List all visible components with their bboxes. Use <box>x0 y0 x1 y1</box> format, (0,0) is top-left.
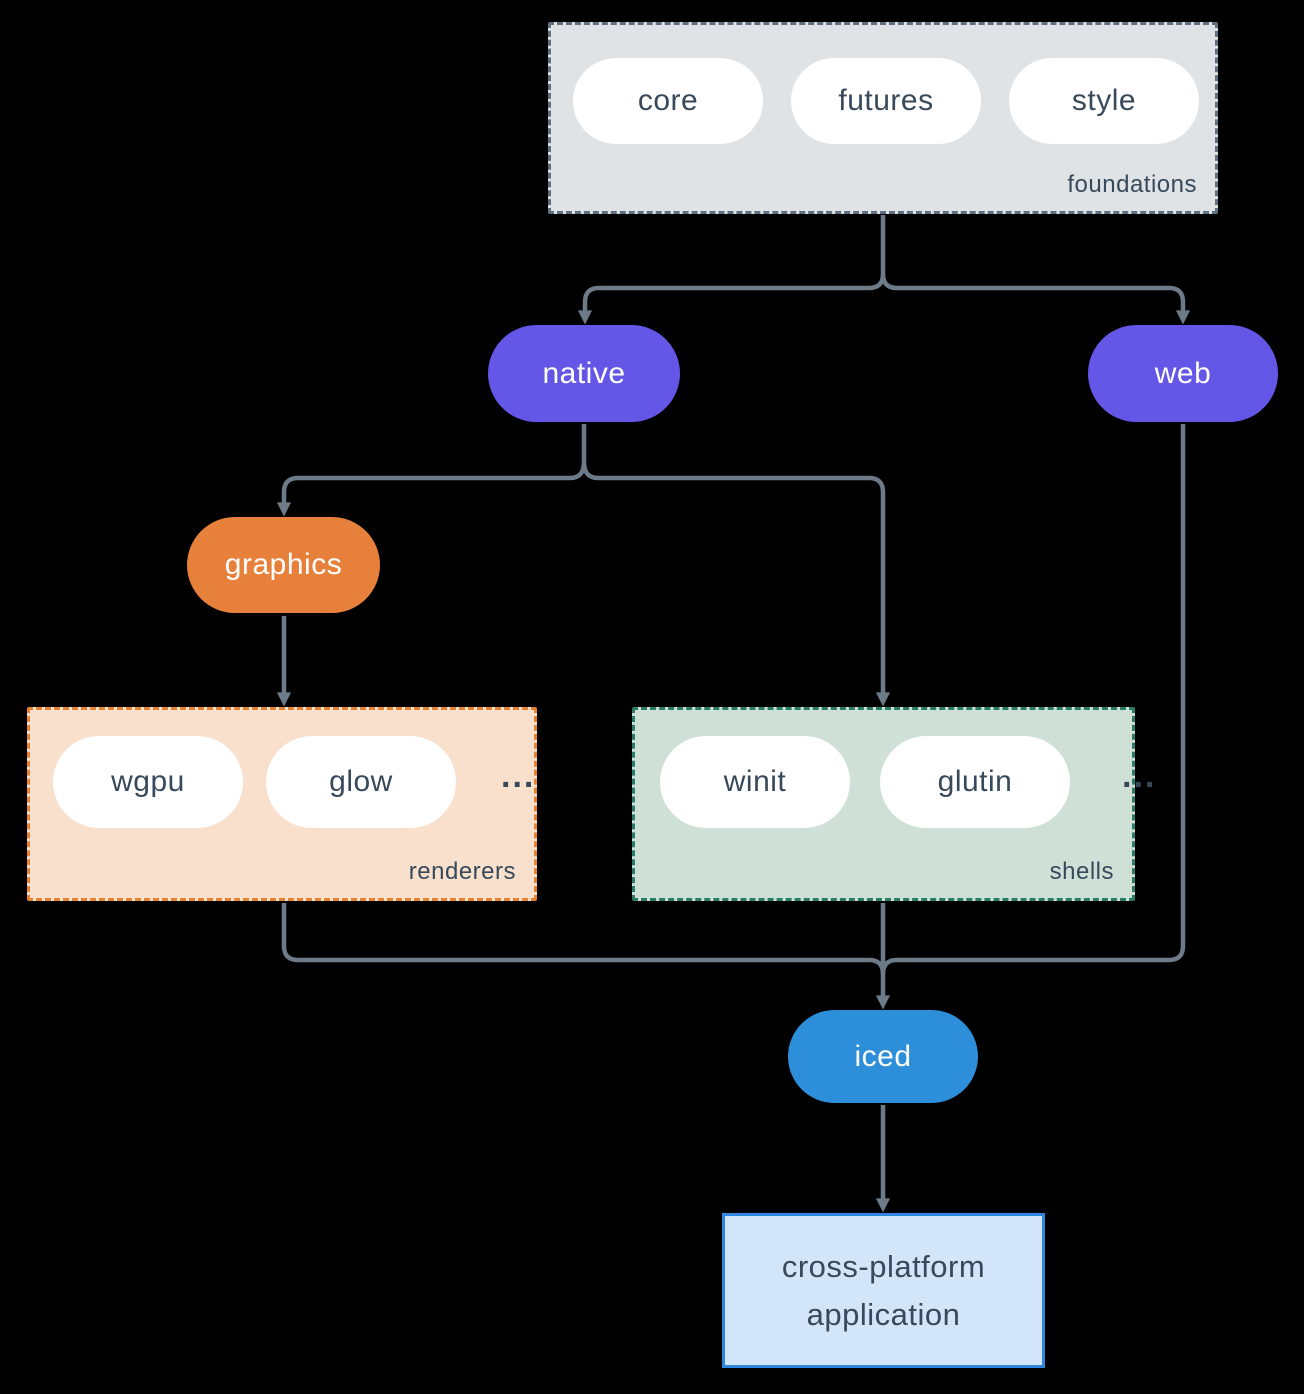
edge-foundations-native <box>577 273 886 325</box>
shells-label: shells <box>1049 858 1114 885</box>
application-line-1: cross-platform <box>781 1248 986 1284</box>
shells-ellipsis: ... <box>1122 756 1157 795</box>
pill-glow: glow <box>266 736 456 828</box>
pill-winit: winit <box>660 736 850 828</box>
application-line-2: application <box>806 1296 961 1332</box>
shells-group: winit glutin ... shells <box>632 707 1154 901</box>
pill-futures: futures <box>791 58 981 144</box>
node-native: native <box>488 325 680 422</box>
renderers-group: wgpu glow ... renderers <box>27 707 537 901</box>
edge-native-graphics <box>276 461 587 517</box>
edge-native-shells <box>581 461 891 707</box>
foundations-pill-row: core futures style <box>573 58 1199 144</box>
node-web: web <box>1088 325 1278 422</box>
node-iced: iced <box>788 1010 978 1103</box>
pill-core: core <box>573 58 763 144</box>
renderers-label: renderers <box>408 858 516 885</box>
pill-style: style <box>1009 58 1199 144</box>
pill-wgpu: wgpu <box>53 736 243 828</box>
renderers-pill-row: wgpu glow ... <box>53 736 535 828</box>
application-box: cross-platform application <box>722 1213 1045 1368</box>
edge-renderers-merge <box>281 903 886 975</box>
foundations-group: core futures style foundations <box>548 22 1218 214</box>
pill-glutin: glutin <box>880 736 1070 828</box>
edge-foundations-web <box>880 273 1191 325</box>
foundations-label: foundations <box>1067 171 1197 198</box>
node-graphics: graphics <box>187 517 380 613</box>
shells-pill-row: winit glutin ... <box>660 736 1156 828</box>
renderers-ellipsis: ... <box>501 756 536 795</box>
